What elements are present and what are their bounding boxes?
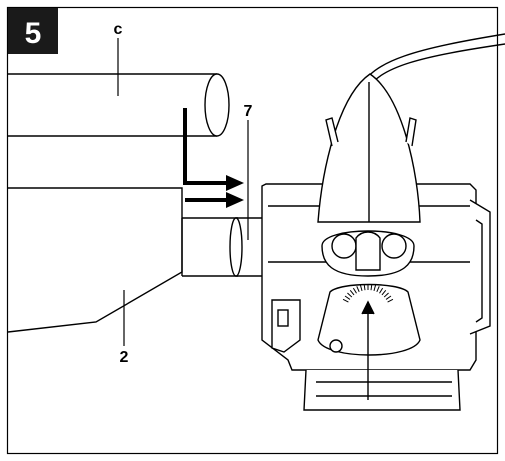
power-cord: [359, 33, 505, 91]
scale-tick: [379, 287, 384, 294]
scale-tick: [349, 290, 355, 296]
scale-tick: [363, 284, 366, 291]
scale-tick: [344, 295, 351, 300]
scale-tick: [387, 298, 394, 303]
label-c: c: [114, 21, 123, 38]
figure-number-badge: 5: [8, 8, 58, 54]
scale-tick: [383, 292, 389, 298]
figure-frame: [6, 6, 499, 455]
scale-tick: [370, 284, 373, 291]
scale-tick: [347, 292, 353, 298]
leader-lines: [117, 38, 249, 346]
scale-tick: [352, 287, 357, 294]
scale-tick: [356, 286, 360, 293]
label-7: 7: [244, 103, 253, 120]
depth-scale: [342, 284, 394, 303]
label-2: 2: [120, 349, 129, 366]
scale-tick: [376, 286, 380, 293]
scale-tick: [342, 298, 349, 303]
power-cord-inner: [365, 43, 505, 93]
direction-arrow: [183, 108, 244, 208]
scale-tick: [359, 284, 363, 291]
scale-tick: [385, 295, 392, 300]
scale-tick: [381, 290, 387, 296]
extraction-hose-c: [8, 73, 230, 137]
planer-body: [261, 73, 491, 411]
figure-number: 5: [25, 17, 42, 50]
vacuum-adapter-2: [7, 187, 238, 333]
scale-tick: [373, 284, 377, 291]
